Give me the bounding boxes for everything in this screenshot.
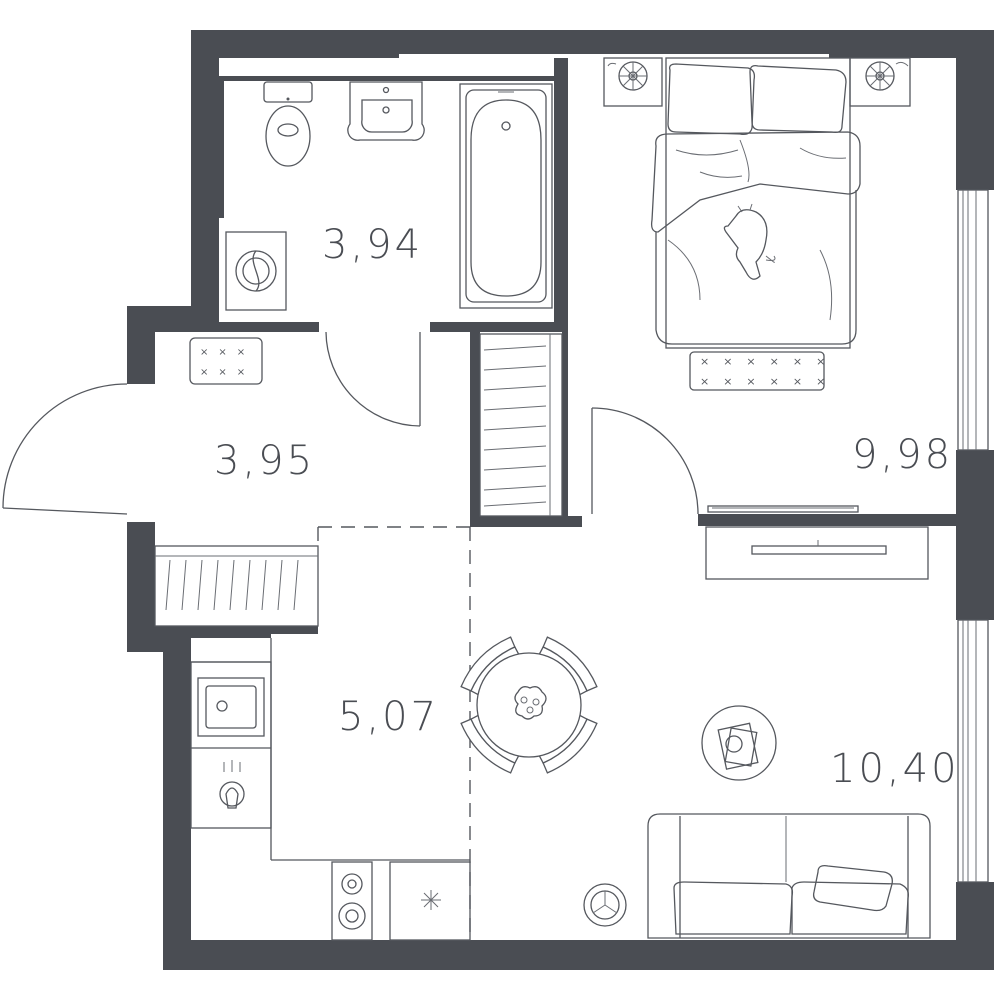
faucet-icon [219,760,245,809]
bathroom-area-label: 3,94 [322,222,423,268]
sink-icon [197,677,265,737]
toilet-icon [263,81,313,167]
sink-icon [347,81,425,141]
walls [127,30,994,970]
nightstand-lamp-icon [603,57,663,107]
hallway-area-label: 3,95 [214,438,315,484]
tv-icon [707,505,859,513]
plant-icon [514,686,547,720]
bedroom-area-label: 9,98 [852,432,953,478]
windows [957,189,989,883]
kitchen-counter [190,638,470,861]
doors [2,331,699,515]
rug-icon: ×××××× ×××××× [689,351,839,391]
stove-icon [331,861,373,941]
cat-icon [723,203,776,280]
bathtub-icon [459,83,553,309]
kitchen-area-label: 5,07 [338,694,439,740]
dining-table-icon [460,636,598,774]
coffee-table-icon [701,705,777,781]
svg-text:××××××: ×××××× [700,355,839,368]
svg-text:×××: ××× [200,367,255,378]
living-area-label: 10,40 [830,746,960,792]
wardrobe-icon [154,545,319,627]
tv-icon [705,526,929,580]
sofa-icon [647,813,931,939]
nightstand-lamp-icon [849,57,911,107]
robot-vacuum-icon [583,883,627,927]
zone-divider [317,526,471,940]
svg-text:×××: ××× [200,347,255,358]
wardrobe-icon [479,333,563,517]
fridge-icon [389,861,471,941]
svg-text:××××××: ×××××× [700,375,839,388]
bed-icon [650,57,861,349]
washing-machine-icon [225,231,287,311]
doormat-icon: ××× ××× [189,337,263,385]
